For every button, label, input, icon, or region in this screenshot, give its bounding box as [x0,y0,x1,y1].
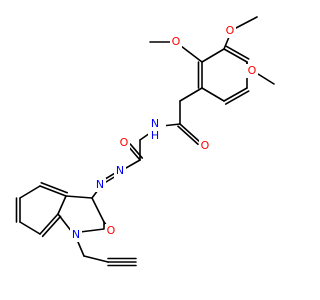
atom-label-nitrogen: N [96,178,104,191]
benzo-double-bond [40,181,69,194]
methoxy-bond [257,73,275,85]
azo-double-bond [103,172,116,181]
bond-layer [15,16,275,267]
atom-label-nitrogen: N [151,117,159,130]
benzo-bond [19,185,41,199]
lactam-bond [79,228,105,233]
benzo-double-bond [41,215,62,238]
aryl-carbonyl-bond [179,87,203,102]
glycine-carbonyl-double-bond [129,143,144,159]
amide-carbonyl-double-bond [179,123,201,143]
ring-double-bond [223,48,248,63]
ring-double-bond [224,90,250,105]
atom-label-oxygen: O [201,139,210,152]
propargyl-bond [77,241,85,257]
methoxy-bond [180,45,203,63]
methoxy-bond [235,16,258,29]
atom-label-oxygen: O [120,136,129,149]
ring-double-bond [223,87,248,102]
atom-label-oxygen: O [248,64,257,77]
atom-label-nitrogen: N [72,228,80,241]
atom-label-oxygen: O [226,24,235,37]
hydrazone-bond [125,159,141,169]
benzo-double-bond [39,185,67,197]
ring-bond [201,48,225,63]
molecule-structure-figure: O O O N H O O N N O N [15,16,275,267]
atom-label-hydrogen: H [151,129,159,142]
amide-carbonyl-double-bond [177,125,199,146]
benzo-bond [19,221,41,235]
lactam-bond [57,195,67,215]
ring-bond [201,87,225,102]
atom-label-layer: O O O N H O O N N O N [70,24,258,242]
benzo-double-bond [39,213,59,235]
propargyl-bond [83,255,109,263]
methoxy-bond [223,36,230,50]
lactam-bond [91,197,105,223]
atom-label-oxygen: O [172,35,181,48]
lactam-bond [65,195,93,199]
atom-label-nitrogen: N [116,164,124,177]
atom-label-oxygen: O [107,224,116,237]
molecule-svg: O O O N H O O N N O N [15,16,275,267]
ring-double-bond [224,45,250,60]
